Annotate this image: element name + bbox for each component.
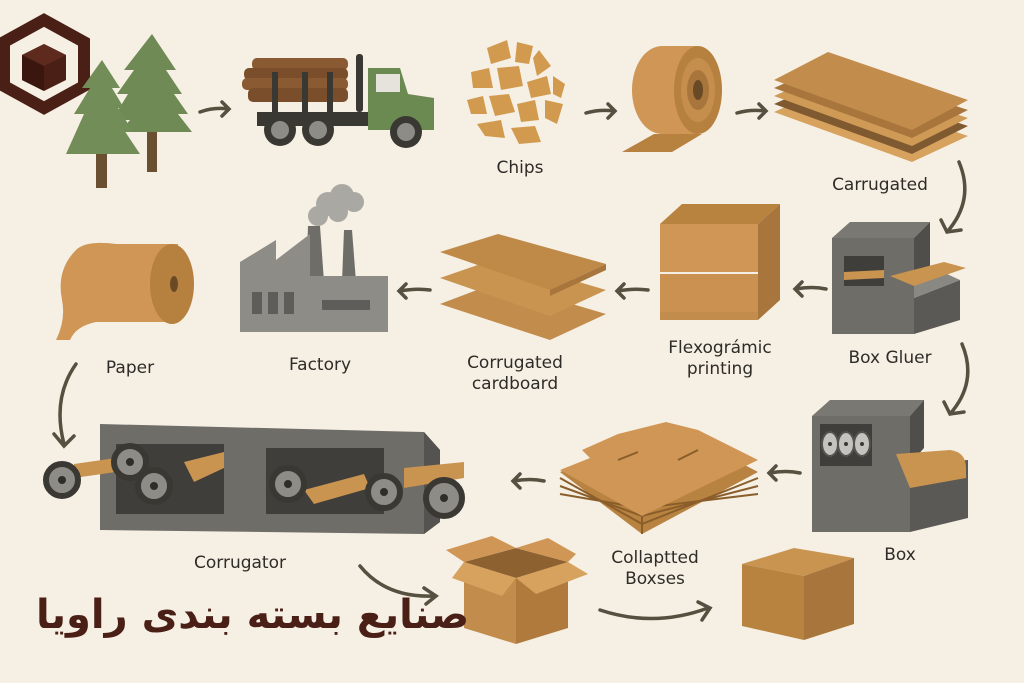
stage-label-corrugator: Corrugator [194, 553, 286, 573]
stage-label-paper: Paper [105, 358, 155, 378]
closed-box-icon [742, 548, 854, 640]
hexagon-cube-logo-icon [0, 13, 90, 115]
stage-label-carrugated: Carrugated [832, 175, 928, 195]
corrugated-sheets-icon [774, 52, 968, 162]
log-truck-icon [242, 54, 434, 148]
box-gluer-machine-icon [832, 222, 966, 334]
arrow-right-icon [198, 100, 232, 118]
flat-boxes-stack-icon [559, 422, 759, 534]
curved-arrow-down-icon [942, 342, 970, 416]
stage-label-box-gluer: Box Gluer [848, 348, 932, 368]
factory-icon [240, 184, 388, 332]
stage-label-factory: Factory [288, 355, 352, 375]
stage-label-chips: Chips [496, 158, 544, 178]
arrow-left-icon [510, 472, 546, 490]
arrow-left-icon [614, 282, 650, 300]
curved-arrow-down-icon [52, 362, 78, 449]
curved-arrow-right-icon [358, 564, 439, 606]
arrow-right-icon [735, 102, 769, 120]
paper-roll-unrolled-icon [56, 242, 194, 340]
stage-label-corrugated-cardboard: Corrugated cardboard [467, 353, 563, 394]
paper-roll-icon [622, 46, 722, 152]
stage-label-flexographic-printing: Flexográmic printing [668, 338, 772, 379]
arrow-right-icon [584, 102, 618, 120]
stacked-board-icon [660, 204, 780, 320]
corrugator-machine-icon [43, 424, 465, 534]
pine-trees-icon [66, 34, 192, 188]
arrow-left-icon [766, 464, 802, 482]
curved-arrow-down-icon [939, 160, 967, 234]
open-box-icon [446, 536, 588, 644]
page-title: صنایع بسته بندی راویا [36, 592, 470, 638]
arrow-left-icon [792, 280, 828, 298]
box-machine-icon [812, 400, 968, 532]
cardboard-sheets-icon [440, 234, 606, 340]
wood-chips-icon [467, 40, 565, 144]
stage-label-collapsed-boxes: Collaptted Boxses [611, 548, 699, 589]
arrow-left-icon [396, 282, 432, 300]
curved-arrow-right-icon [598, 600, 713, 622]
stage-label-box: Box [884, 545, 916, 565]
